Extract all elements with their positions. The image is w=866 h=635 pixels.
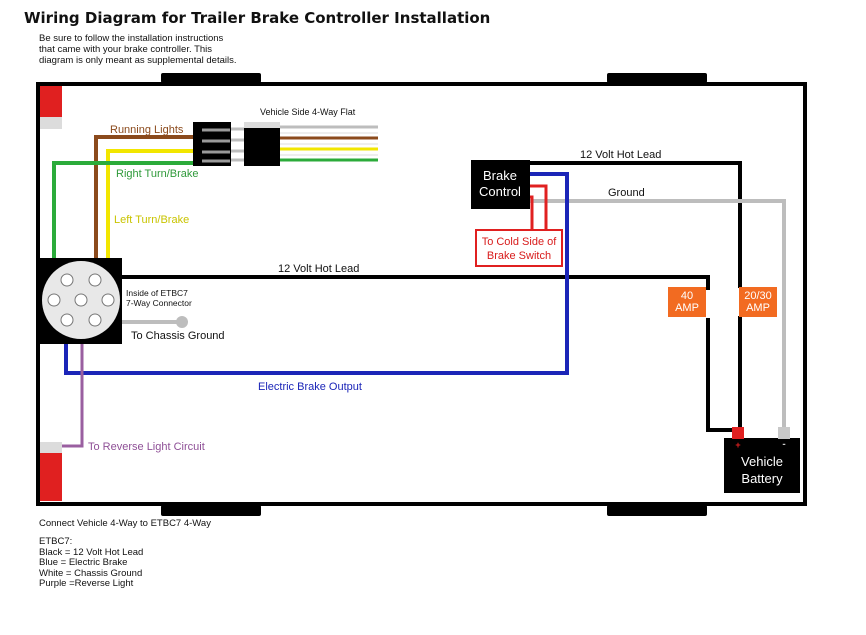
diagram-title: Wiring Diagram for Trailer Brake Control… [24,9,491,27]
wire-cold-side-return [530,195,534,230]
legend-item: ETBC7: [39,536,73,547]
wheel-bottom-right [607,505,707,516]
flat-connector-vehicle [244,122,280,166]
vehicle-outline [36,82,807,506]
label-vehicle-side-flat: Vehicle Side 4-Way Flat [260,107,356,117]
tail-light-bottom [40,453,62,501]
label-ground: Ground [608,187,645,199]
legend-item: Blue = Electric Brake [39,557,128,568]
legend-item: White = Chassis Ground [39,567,143,579]
intro-line: Be sure to follow the installation instr… [39,33,224,44]
vehicle-battery [724,438,800,493]
connector-cap [244,122,280,128]
fuse-20-30-amp [739,287,777,317]
tail-light-bottom-lens [40,442,62,453]
pin [47,293,61,307]
label-fuse-2030-1: 20/30 [744,290,772,302]
label-fuse-2030-2: AMP [746,302,770,314]
label-cold-side-1: To Cold Side of [482,236,558,248]
label-chassis-ground: To Chassis Ground [131,330,225,342]
pin [88,273,102,287]
label-battery-minus: - [782,439,785,450]
pin [60,313,74,327]
brake-control-box [471,160,530,209]
wheel-top-left [161,73,261,83]
label-reverse-light: To Reverse Light Circuit [88,441,205,453]
label-brake-control-2: Control [479,184,521,199]
wire-hot-lead-battery [706,318,736,432]
label-battery-1: Vehicle [741,454,783,469]
wire-left-turn [106,149,194,266]
cold-side-box [475,229,563,267]
wire-cold-side [530,184,548,230]
pin [88,313,102,327]
label-fuse-40-1: 40 [681,290,693,302]
wire-hot-lead-top [530,161,742,288]
label-brake-control-1: Brake [483,168,517,183]
footer-note: Connect Vehicle 4-Way to ETBC7 4-Way [39,518,211,529]
label-hot-lead-top: 12 Volt Hot Lead [580,149,661,161]
label-electric-brake-output: Electric Brake Output [258,381,362,393]
intro-text: Be sure to follow the installation instr… [39,33,299,66]
legend-item: Black = 12 Volt Hot Lead [39,546,144,558]
wire-right-turn [52,161,194,278]
pin [101,293,115,307]
ground-terminal [176,316,188,328]
intro-line: diagram is only meant as supplemental de… [39,55,237,66]
tail-light-top [40,86,62,117]
label-connector-1: Inside of ETBC7 [126,288,188,298]
wheel-top-right [607,73,707,83]
legend-item: Purple =Reverse Light [39,578,134,589]
label-right-turn: Right Turn/Brake [116,168,199,180]
wire-ground [530,199,786,430]
label-connector-2: 7-Way Connector [126,298,192,308]
fuse-40-amp [668,287,706,317]
legend: ETBC7: Black = 12 Volt Hot Lead Blue = E… [39,536,144,590]
wire-running-lights [94,135,194,266]
label-left-turn: Left Turn/Brake [114,214,189,226]
label-running-lights: Running Lights [110,124,184,136]
tail-light-top-lens [40,117,62,129]
intro-line: that came with your brake controller. Th… [39,44,213,55]
label-cold-side-2: Brake Switch [487,250,551,262]
label-battery-plus: + [735,440,740,450]
label-hot-lead-mid: 12 Volt Hot Lead [278,263,359,275]
wire-hot-lead-mid [122,275,710,290]
label-battery-2: Battery [741,471,783,486]
wire-reverse-light [62,322,84,448]
wheel-bottom-left [161,505,261,516]
wire-electric-brake [64,172,569,375]
pin [60,273,74,287]
battery-negative-terminal [778,427,790,439]
label-fuse-40-2: AMP [675,302,699,314]
pin-center [74,293,88,307]
battery-positive-terminal [732,427,744,439]
